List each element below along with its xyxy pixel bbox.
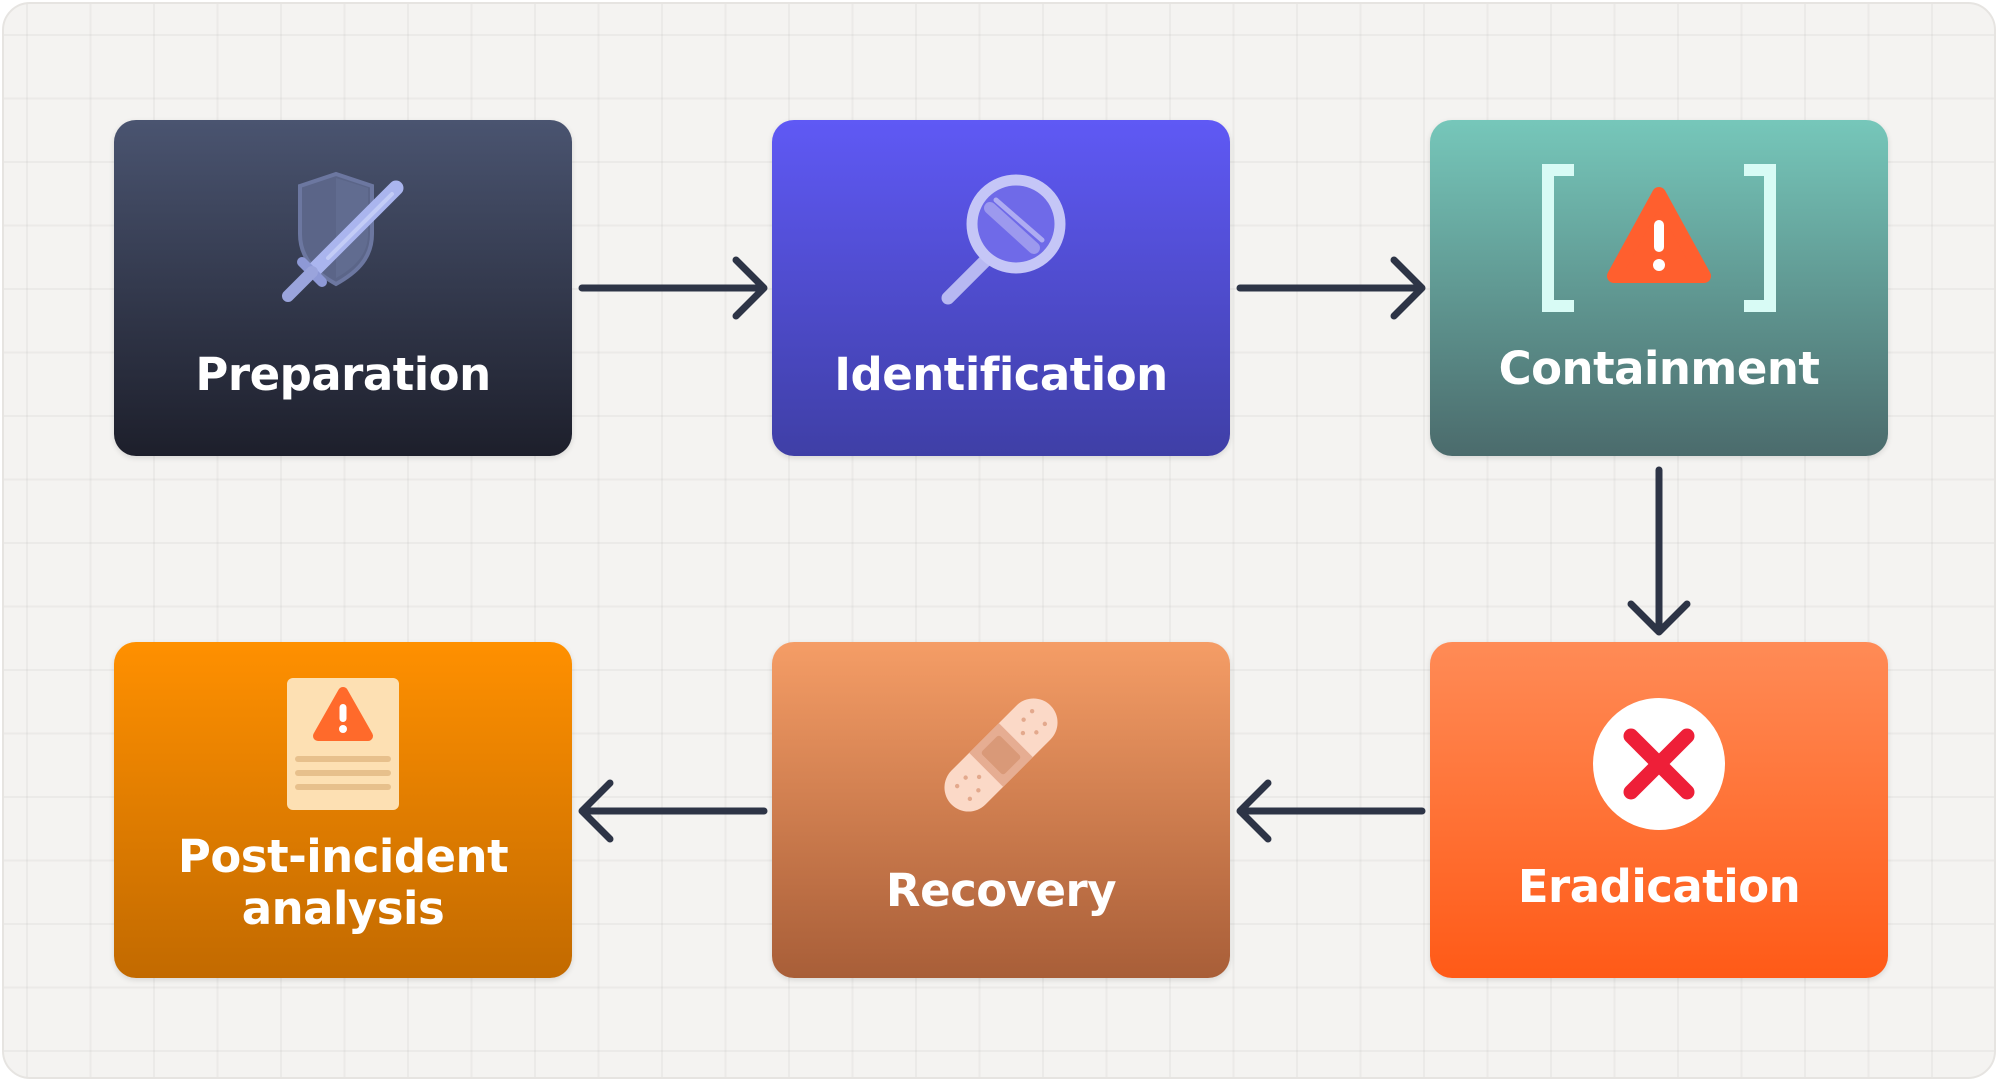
stage-label-post-incident-line-1: Post-incident	[177, 830, 509, 883]
stage-label-post-incident-line-2: analysis	[241, 882, 445, 935]
stage-label-containment: Containment	[1498, 342, 1820, 395]
arrow-identification-to-containment	[1236, 256, 1426, 320]
stage-card-post-incident: Post-incident analysis	[114, 642, 572, 978]
stage-card-eradication: Eradication	[1430, 642, 1888, 978]
stage-card-preparation: Preparation	[114, 120, 572, 456]
stage-label-recovery: Recovery	[885, 864, 1117, 917]
flow-arrows	[578, 256, 1691, 843]
shield-sword-icon	[282, 171, 404, 302]
stage-label-eradication: Eradication	[1517, 860, 1801, 913]
arrow-containment-to-eradication	[1627, 466, 1691, 636]
arrow-eradication-to-recovery	[1236, 779, 1426, 843]
stage-card-containment: Containment	[1430, 120, 1888, 456]
bracketed-warning-icon	[1542, 164, 1776, 312]
x-circle-icon	[1593, 698, 1725, 830]
arrow-recovery-to-post-incident	[578, 779, 768, 843]
warning-report-icon	[287, 678, 399, 810]
stage-label-identification: Identification	[834, 348, 1168, 401]
stage-label-preparation: Preparation	[195, 348, 491, 401]
magnifier-icon	[941, 174, 1066, 305]
stage-card-recovery: Recovery	[772, 642, 1230, 978]
stage-card-identification: Identification	[772, 120, 1230, 456]
bandage-icon	[944, 698, 1058, 812]
arrow-preparation-to-identification	[578, 256, 768, 320]
